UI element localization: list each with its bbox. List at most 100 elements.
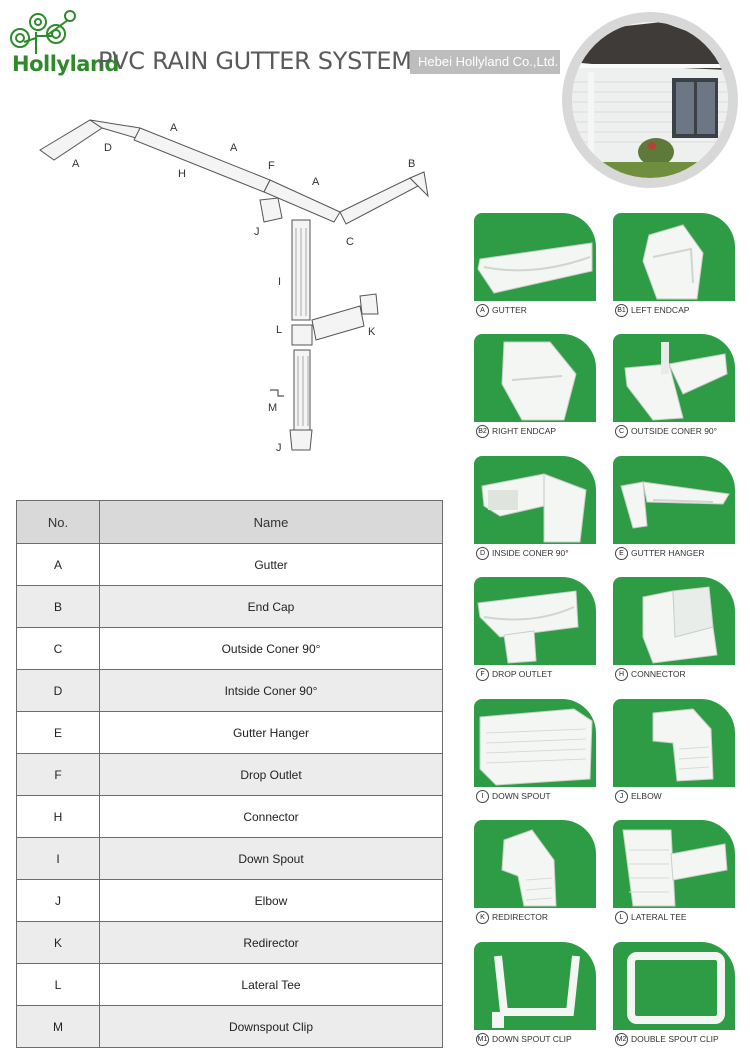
- product-card-double-spout-clip: [613, 942, 735, 1030]
- product-card-down-spout-clip: [474, 942, 596, 1030]
- product-mark: J: [615, 790, 628, 803]
- product-label: ELBOW: [631, 790, 662, 801]
- redirector-icon: [501, 829, 557, 907]
- product-card-right-endcap: [474, 334, 596, 422]
- part-name: End Cap: [99, 585, 443, 628]
- part-name: Gutter: [99, 543, 443, 586]
- part-no: H: [16, 795, 100, 838]
- product-card-down-spout: [474, 699, 596, 787]
- product-mark: F: [476, 668, 489, 681]
- gutter-icon: [477, 242, 593, 294]
- diagram-label-d: D: [104, 142, 112, 154]
- product-label: LATERAL TEE: [631, 911, 687, 922]
- diagram-label-h: H: [178, 168, 186, 180]
- product-mark: M2: [615, 1033, 628, 1046]
- column-header-name: Name: [99, 500, 443, 544]
- part-no: K: [16, 921, 100, 964]
- part-name: Lateral Tee: [99, 963, 443, 1006]
- product-label: GUTTER HANGER: [631, 547, 705, 558]
- gutter-hanger-icon: [620, 481, 730, 529]
- part-name: Downspout Clip: [99, 1005, 443, 1048]
- down-spout-clip-icon: [492, 955, 580, 1028]
- product-label: LEFT ENDCAP: [631, 304, 690, 315]
- product-label: CONNECTOR: [631, 668, 686, 679]
- company-bar: [410, 50, 560, 74]
- product-card-gutter: [474, 213, 596, 301]
- part-name: Gutter Hanger: [99, 711, 443, 754]
- product-mark: A: [476, 304, 489, 317]
- product-label: REDIRECTOR: [492, 911, 549, 922]
- inside-corner-icon: [481, 473, 587, 543]
- outside-corner-icon: [624, 342, 728, 421]
- product-mark: C: [615, 425, 628, 438]
- part-name: Down Spout: [99, 837, 443, 880]
- part-no: B: [16, 585, 100, 628]
- part-name: Redirector: [99, 921, 443, 964]
- part-no: F: [16, 753, 100, 796]
- product-label: INSIDE CONER 90°: [492, 547, 569, 558]
- product-mark: K: [476, 911, 489, 924]
- table-header-row: No. Name: [16, 500, 443, 544]
- product-mark: L: [615, 911, 628, 924]
- part-no: D: [16, 669, 100, 712]
- part-no: E: [16, 711, 100, 754]
- diagram-label-a: A: [72, 158, 80, 170]
- diagram-label-a: A: [230, 142, 238, 154]
- part-no: J: [16, 879, 100, 922]
- product-card-inside-corner: [474, 456, 596, 544]
- drop-outlet-icon: [477, 590, 579, 664]
- product-card-lateral-tee: [613, 820, 735, 908]
- right-endcap-icon: [501, 341, 577, 421]
- product-mark: D: [476, 547, 489, 560]
- product-label: DOUBLE SPOUT CLIP: [631, 1033, 719, 1044]
- product-mark: I: [476, 790, 489, 803]
- part-name: Drop Outlet: [99, 753, 443, 796]
- part-no: C: [16, 627, 100, 670]
- part-no: A: [16, 543, 100, 586]
- connector-icon: [642, 586, 718, 664]
- product-card-elbow: [613, 699, 735, 787]
- product-card-redirector: [474, 820, 596, 908]
- part-no: I: [16, 837, 100, 880]
- page-title: PVC RAIN GUTTER SYSTEM: [98, 47, 412, 75]
- gutter-system-diagram: A D A H A F A B C J I L K M J: [20, 100, 460, 470]
- diagram-label-j: J: [276, 442, 282, 454]
- logo-text: Hollyland: [12, 52, 119, 76]
- product-mark: E: [615, 547, 628, 560]
- part-name: Elbow: [99, 879, 443, 922]
- product-label: GUTTER: [492, 304, 527, 315]
- product-card-left-endcap: [613, 213, 735, 301]
- product-card-gutter-hanger: [613, 456, 735, 544]
- part-no: M: [16, 1005, 100, 1048]
- diagram-label-a: A: [170, 122, 178, 134]
- diagram-label-i: I: [278, 276, 282, 288]
- diagram-label-a: A: [312, 176, 320, 188]
- left-endcap-icon: [642, 224, 704, 300]
- product-card-outside-corner: [613, 334, 735, 422]
- product-mark: B2: [476, 425, 489, 438]
- lateral-tee-icon: [622, 829, 728, 907]
- house-photo: [572, 22, 728, 178]
